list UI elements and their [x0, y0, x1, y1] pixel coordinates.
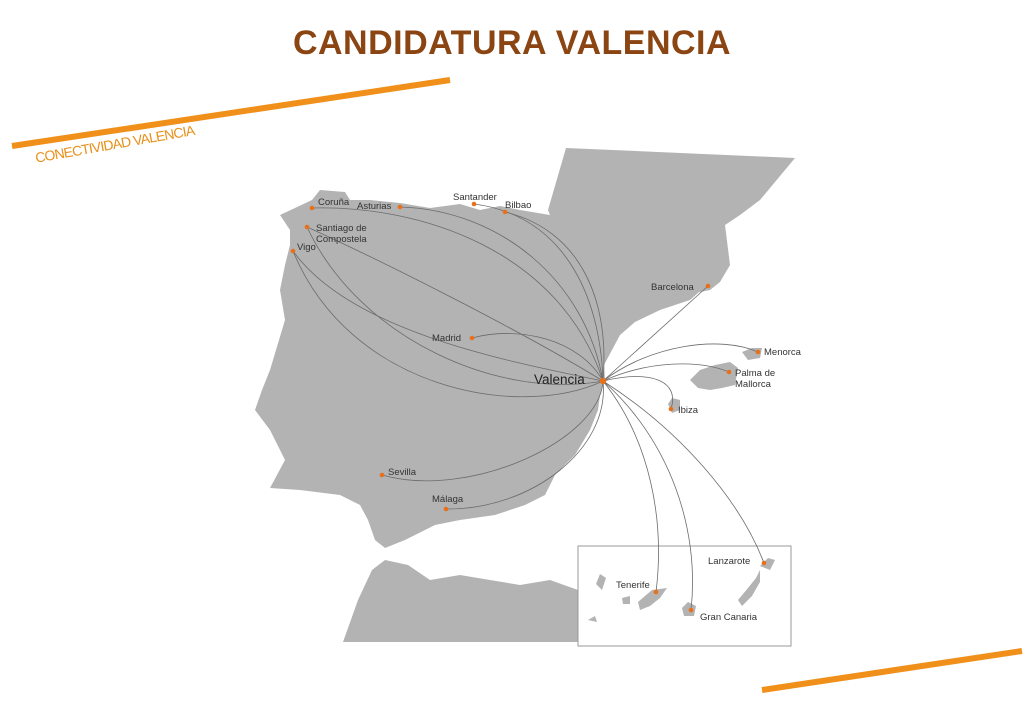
label-ibiza: Ibiza: [678, 405, 699, 416]
marker-bilbao: [502, 209, 508, 215]
tenerife-island: [638, 588, 667, 610]
marker-coruna: [309, 205, 315, 211]
label-madrid: Madrid: [432, 333, 461, 344]
marker-asturias: [397, 204, 403, 210]
route-bilbao: [504, 211, 605, 382]
marker-grancanaria: [688, 607, 694, 613]
label-palma-line1: Palma de: [735, 368, 775, 379]
route-vigo-2: [292, 250, 604, 397]
label-palma-line2: Mallorca: [735, 379, 772, 390]
marker-tenerife: [653, 589, 659, 595]
label-sevilla: Sevilla: [388, 467, 417, 478]
marker-madrid: [469, 335, 475, 341]
marker-vigo: [290, 248, 296, 254]
label-santiago-line2: Compostela: [316, 234, 367, 245]
fuerteventura-island: [738, 570, 760, 606]
route-tenerife: [602, 380, 659, 593]
label-malaga: Málaga: [432, 494, 464, 505]
route-vigo: [292, 250, 604, 382]
africa-landmass: [343, 560, 578, 642]
label-tenerife: Tenerife: [616, 580, 650, 591]
route-grancanaria: [602, 380, 693, 611]
route-lanzarote: [602, 380, 765, 564]
route-coruna: [311, 207, 604, 382]
canary-inset-box: [577, 545, 792, 647]
route-asturias: [399, 206, 604, 382]
accent-bar-top: [11, 77, 451, 149]
route-sevilla: [381, 380, 604, 482]
marker-lanzarote: [761, 560, 767, 566]
label-menorca: Menorca: [764, 347, 802, 358]
label-bilbao: Bilbao: [505, 200, 531, 211]
label-santiago-line1: Santiago de: [316, 223, 367, 234]
route-santiago-2: [306, 226, 604, 385]
el-hierro-island: [588, 616, 597, 622]
marker-malaga: [443, 506, 449, 512]
route-ibiza: [602, 376, 673, 410]
label-lanzarote: Lanzarote: [708, 556, 750, 567]
accent-bar-bottom: [761, 648, 1023, 693]
marker-palma: [726, 369, 732, 375]
la-palma-island: [596, 574, 606, 590]
route-menorca: [602, 343, 759, 382]
city-markers: [290, 201, 767, 613]
iberia-landmass: [255, 190, 708, 548]
route-malaga: [445, 380, 604, 510]
marker-santander: [471, 201, 477, 207]
label-grancanaria: Gran Canaria: [700, 612, 758, 623]
label-valencia: Valencia: [534, 372, 585, 387]
route-madrid: [471, 333, 604, 382]
label-coruna: Coruña: [318, 197, 350, 208]
marker-barcelona: [705, 283, 711, 289]
label-santander: Santander: [453, 192, 497, 203]
marker-santiago: [304, 224, 310, 230]
marker-valencia: [599, 377, 607, 385]
page-title: CANDIDATURA VALENCIA: [292, 24, 732, 62]
marker-ibiza: [668, 406, 674, 412]
route-santiago: [306, 226, 604, 382]
label-asturias: Asturias: [357, 201, 392, 212]
route-palma: [602, 363, 730, 382]
label-vigo: Vigo: [297, 242, 316, 253]
marker-menorca: [755, 349, 761, 355]
lanzarote-island: [760, 558, 775, 570]
marker-sevilla: [379, 472, 385, 478]
label-barcelona: Barcelona: [651, 282, 694, 293]
route-barcelona: [602, 285, 709, 382]
la-gomera-island: [622, 596, 630, 604]
routes: [292, 203, 765, 611]
mallorca-island: [690, 362, 738, 390]
